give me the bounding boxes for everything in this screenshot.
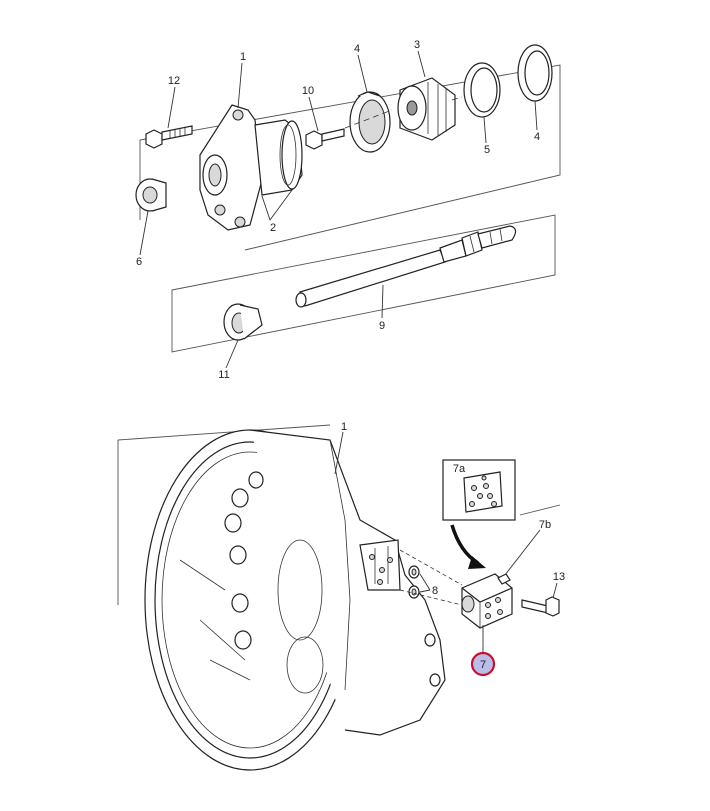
bolt-12[interactable] <box>145 125 193 149</box>
inset-detail-7a <box>442 459 516 521</box>
label-5: 5 <box>484 144 490 156</box>
housing-studs <box>224 471 264 650</box>
label-10: 10 <box>302 85 314 97</box>
plug-6[interactable] <box>135 178 167 212</box>
piston-3[interactable] <box>397 77 456 141</box>
shaft-9[interactable] <box>295 225 517 308</box>
label-7a: 7a <box>453 463 466 475</box>
bottom-assembly-frame <box>117 424 561 605</box>
label-7b: 7b <box>539 519 551 531</box>
bolt-10[interactable] <box>305 128 345 150</box>
flange-bushing-11[interactable] <box>223 303 263 341</box>
leader-lines <box>139 50 558 652</box>
housing-1[interactable] <box>199 104 303 231</box>
label-13: 13 <box>553 571 565 583</box>
highlighted-callout-7[interactable]: 7 <box>470 651 496 677</box>
label-12: 12 <box>168 75 180 87</box>
label-3: 3 <box>414 39 420 51</box>
label-4-left: 4 <box>354 43 360 55</box>
middle-assembly-frame <box>171 214 556 353</box>
label-1-top: 1 <box>240 51 246 63</box>
label-8: 8 <box>432 585 438 597</box>
label-4-right: 4 <box>534 131 540 143</box>
label-6: 6 <box>136 256 142 268</box>
valve-block-7[interactable] <box>461 573 513 629</box>
label-7: 7 <box>480 659 486 671</box>
label-11: 11 <box>218 369 229 381</box>
ring-5[interactable] <box>463 62 501 118</box>
bell-housing-1[interactable] <box>144 429 446 771</box>
seal-ring-4-left[interactable] <box>349 91 391 153</box>
seal-ring-4-right[interactable] <box>517 44 553 102</box>
label-2: 2 <box>270 222 276 234</box>
washers-8[interactable] <box>408 565 420 599</box>
centerline-top <box>344 96 463 129</box>
pointer-arrow <box>450 524 486 569</box>
label-1-bottom: 1 <box>341 421 347 433</box>
label-9: 9 <box>379 320 385 332</box>
highlight-ring <box>470 651 496 677</box>
assembly-dash-lines <box>399 549 463 606</box>
bolt-13[interactable] <box>521 596 560 617</box>
